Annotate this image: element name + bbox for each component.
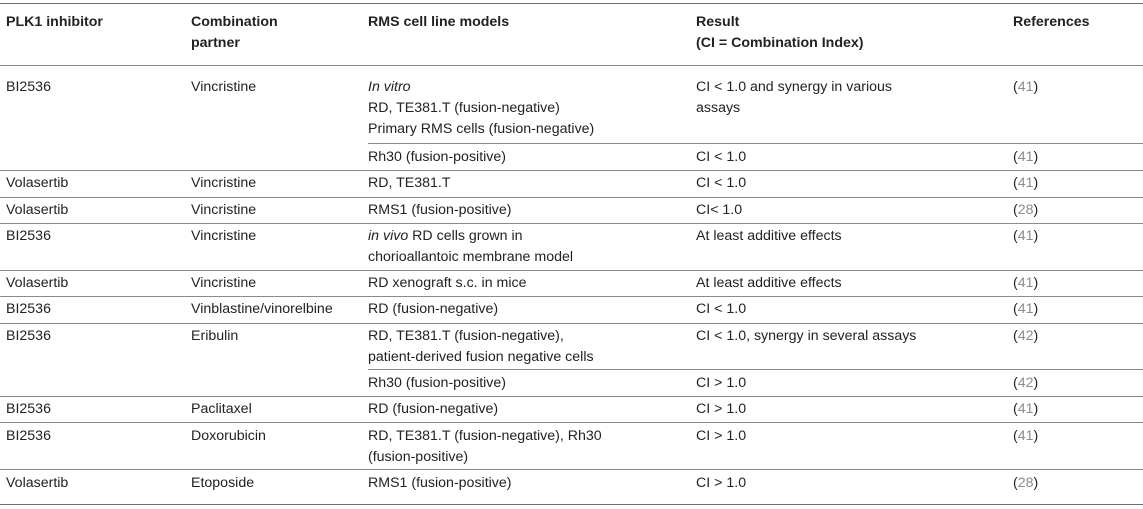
row-12-inhibitor: Volasertib: [6, 475, 69, 491]
row-9-models: Rh30 (fusion-positive): [368, 375, 506, 391]
row-11-partner: Doxorubicin: [191, 428, 266, 444]
row-10-models: RD (fusion-negative): [368, 401, 499, 417]
row-5-result: At least additive effects: [696, 228, 842, 244]
row-2-reference: (41): [1013, 149, 1039, 165]
reference-link[interactable]: 41: [1017, 149, 1034, 165]
row-6-partner: Vincristine: [191, 275, 257, 291]
row-4-inhibitor: Volasertib: [6, 202, 69, 218]
row-7-models: RD (fusion-negative): [368, 301, 499, 317]
reference-link[interactable]: 41: [1017, 175, 1034, 191]
row-11-models: RD, TE381.T (fusion-negative), Rh30 (fus…: [368, 428, 602, 465]
row-7-partner: Vinblastine/vinorelbine: [191, 301, 333, 317]
row-9-reference: (42): [1013, 375, 1039, 391]
reference-link[interactable]: 41: [1017, 401, 1034, 417]
row-10-reference: (41): [1013, 401, 1039, 417]
in-vivo-label: in vivo: [368, 228, 409, 244]
row-divider: [0, 396, 1143, 397]
header-result: Result (CI = Combination Index): [696, 14, 864, 51]
table-bottom-rule: [0, 504, 1143, 505]
row-8-inhibitor: BI2536: [6, 328, 51, 344]
header-references: References: [1013, 14, 1090, 30]
reference-link[interactable]: 41: [1017, 428, 1034, 444]
row-12-partner: Etoposide: [191, 475, 255, 491]
row-3-partner: Vincristine: [191, 175, 257, 191]
row-7-inhibitor: BI2536: [6, 301, 51, 317]
row-3-result: CI < 1.0: [696, 175, 747, 191]
reference-link[interactable]: 41: [1017, 301, 1034, 317]
header-plk1-inhibitor: PLK1 inhibitor: [6, 14, 103, 30]
reference-link[interactable]: 41: [1017, 228, 1034, 244]
row-1-models: In vitro RD, TE381.T (fusion-negative) P…: [368, 79, 595, 137]
row-3-inhibitor: Volasertib: [6, 175, 69, 191]
row-3-reference: (41): [1013, 175, 1039, 191]
row-divider: [0, 296, 1143, 297]
row-4-reference: (28): [1013, 202, 1039, 218]
row-divider: [0, 270, 1143, 271]
reference-link[interactable]: 41: [1017, 79, 1034, 95]
row-6-inhibitor: Volasertib: [6, 275, 69, 291]
row-1-result: CI < 1.0 and synergy in various assays: [696, 79, 892, 116]
row-1-inhibitor: BI2536: [6, 79, 51, 95]
reference-link[interactable]: 28: [1017, 475, 1034, 491]
reference-link[interactable]: 42: [1017, 328, 1034, 344]
header-rms-cell-line-models: RMS cell line models: [368, 14, 510, 30]
row-11-inhibitor: BI2536: [6, 428, 51, 444]
row-divider: [0, 170, 1143, 171]
row-2-models: Rh30 (fusion-positive): [368, 149, 506, 165]
row-4-partner: Vincristine: [191, 202, 257, 218]
row-divider: [0, 223, 1143, 224]
row-8-partner: Eribulin: [191, 328, 239, 344]
row-12-result: CI > 1.0: [696, 475, 747, 491]
reference-link[interactable]: 28: [1017, 202, 1034, 218]
row-5-reference: (41): [1013, 228, 1039, 244]
row-9-result: CI > 1.0: [696, 375, 747, 391]
header-combination-partner: Combination partner: [191, 14, 278, 51]
row-10-result: CI > 1.0: [696, 401, 747, 417]
row-7-result: CI < 1.0: [696, 301, 747, 317]
row-1-reference: (41): [1013, 79, 1039, 95]
row-3-models: RD, TE381.T: [368, 175, 451, 191]
reference-link[interactable]: 41: [1017, 275, 1034, 291]
row-4-models: RMS1 (fusion-positive): [368, 202, 512, 218]
row-1-partner: Vincristine: [191, 79, 257, 95]
row-5-inhibitor: BI2536: [6, 228, 51, 244]
row-11-reference: (41): [1013, 428, 1039, 444]
row-divider: [0, 197, 1143, 198]
row-12-models: RMS1 (fusion-positive): [368, 475, 512, 491]
row-divider: [0, 422, 1143, 423]
row-2-result: CI < 1.0: [696, 149, 747, 165]
header-bottom-rule: [0, 65, 1143, 66]
row-6-models: RD xenograft s.c. in mice: [368, 275, 527, 291]
row-6-result: At least additive effects: [696, 275, 842, 291]
row-divider: [368, 143, 1143, 144]
row-4-result: CI< 1.0: [696, 202, 743, 218]
row-8-result: CI < 1.0, synergy in several assays: [696, 328, 917, 344]
in-vitro-label: In vitro: [368, 79, 411, 95]
row-6-reference: (41): [1013, 275, 1039, 291]
row-divider: [0, 323, 1143, 324]
row-11-result: CI > 1.0: [696, 428, 747, 444]
row-8-reference: (42): [1013, 328, 1039, 344]
reference-link[interactable]: 42: [1017, 375, 1034, 391]
row-8-models: RD, TE381.T (fusion-negative), patient-d…: [368, 328, 594, 365]
row-7-reference: (41): [1013, 301, 1039, 317]
row-12-reference: (28): [1013, 475, 1039, 491]
row-5-partner: Vincristine: [191, 228, 257, 244]
row-divider: [0, 469, 1143, 470]
table-top-rule: [0, 3, 1143, 4]
row-10-partner: Paclitaxel: [191, 401, 252, 417]
row-divider: [368, 369, 1143, 370]
row-10-inhibitor: BI2536: [6, 401, 51, 417]
row-5-models: in vivo RD cells grown in chorioallantoi…: [368, 228, 574, 265]
